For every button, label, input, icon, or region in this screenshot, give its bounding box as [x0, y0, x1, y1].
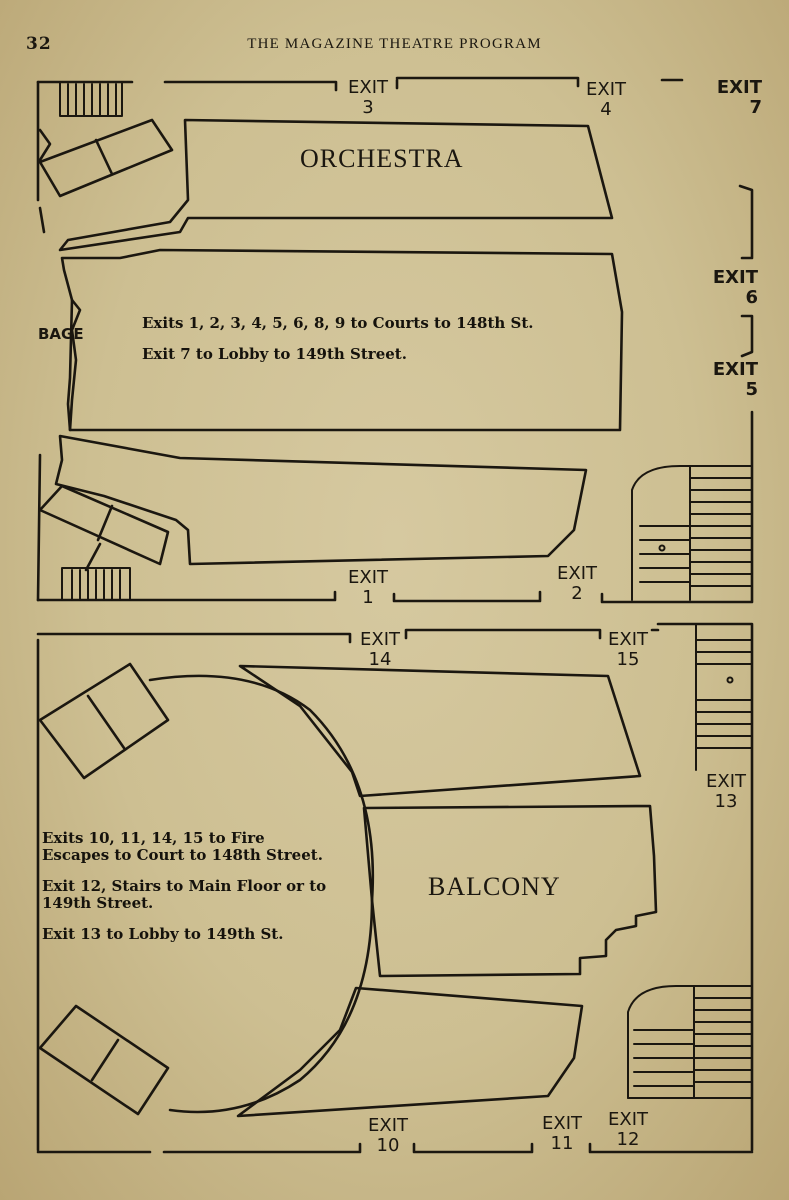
balcony-note-lobby: Exit 13 to Lobby to 149th St. — [42, 925, 284, 943]
box-seats-balcony-top-left — [38, 662, 170, 780]
exit-3-word: EXIT — [347, 77, 388, 98]
balcony-wall-bottom-right — [588, 1142, 754, 1154]
exit-1-label: EXIT 1 — [340, 568, 396, 608]
stage-label: BAGE — [38, 325, 84, 343]
orchestra-note-courts: Exits 1, 2, 3, 4, 5, 6, 8, 9 to Courts t… — [142, 314, 534, 332]
orchestra-wall-bottom — [36, 590, 337, 602]
orchestra-wall-right — [740, 314, 754, 358]
orchestra-wall-bottom-right — [600, 410, 754, 604]
orchestra-wall-top — [163, 80, 338, 92]
page-title: THE MAGAZINE THEATRE PROGRAM — [247, 36, 542, 52]
exit-13-label: EXIT 13 — [700, 772, 752, 812]
balcony-wall-bottom — [412, 1142, 534, 1154]
balcony-wall-bottom — [36, 1142, 362, 1154]
exit-14-number: 14 — [368, 649, 392, 670]
exit-11-word: EXIT — [541, 1113, 582, 1134]
exit-6-label: EXIT 6 — [700, 268, 758, 308]
exit-3-label: EXIT 3 — [340, 78, 396, 118]
stair-balcony-right — [695, 623, 753, 771]
box-seats-balcony-bottom-left — [38, 1004, 170, 1116]
exit-12-word: EXIT — [607, 1109, 648, 1130]
exit-1-number: 1 — [362, 587, 374, 608]
exit-2-word: EXIT — [556, 563, 597, 584]
exit-1-word: EXIT — [347, 567, 388, 588]
orchestra-stage-edge — [68, 298, 82, 432]
balcony-wall-top-right — [650, 622, 754, 1152]
exit-5-word: EXIT — [712, 359, 758, 380]
orchestra-plan — [36, 76, 754, 604]
orchestra-wall-top — [395, 76, 580, 90]
box-seats-top-left — [38, 118, 174, 198]
exit-3-number: 3 — [362, 97, 374, 118]
exit-10-label: EXIT 10 — [360, 1116, 416, 1156]
exit-12-number: 12 — [616, 1129, 640, 1150]
exit-7-number: 7 — [749, 97, 762, 118]
balcony-seat-section-1 — [238, 664, 642, 798]
stair-bottom-left — [61, 567, 131, 601]
exit-12-label: EXIT 12 — [600, 1110, 656, 1150]
balcony-seat-section-2 — [362, 804, 658, 978]
balcony-exit-notes: Exits 10, 11, 14, 15 to Fire Escapes to … — [42, 830, 334, 957]
stair-bottom-right — [631, 465, 753, 601]
orchestra-wall-bottom — [392, 590, 542, 603]
balcony-wall-top — [404, 628, 602, 640]
exit-4-label: EXIT 4 — [580, 80, 632, 120]
orchestra-wall-left-upper — [36, 80, 46, 234]
exit-11-label: EXIT 11 — [534, 1114, 590, 1154]
orchestra-wall-right — [738, 184, 754, 260]
exit-2-label: EXIT 2 — [548, 564, 606, 604]
orchestra-note-lobby: Exit 7 to Lobby to 149th Street. — [142, 345, 407, 363]
balcony-label: BALCONY — [428, 872, 561, 901]
exit-13-number: 13 — [714, 791, 738, 812]
exit-15-label: EXIT 15 — [600, 630, 656, 670]
exit-5-label: EXIT 5 — [700, 360, 758, 400]
exit-2-number: 2 — [571, 583, 583, 604]
exit-4-number: 4 — [600, 99, 612, 120]
exit-13-word: EXIT — [705, 771, 746, 792]
exit-6-number: 6 — [745, 287, 758, 308]
balcony-plan — [36, 622, 754, 1154]
exit-4-word: EXIT — [585, 79, 626, 100]
orchestra-label: ORCHESTRA — [300, 144, 464, 173]
orchestra-wall-left-lower — [36, 453, 42, 602]
balcony-note-fire-escapes: Exits 10, 11, 14, 15 to Fire Escapes to … — [42, 829, 323, 864]
exit-15-number: 15 — [616, 649, 640, 670]
balcony-note-stairs: Exit 12, Stairs to Main Floor or to 149t… — [42, 877, 327, 912]
orchestra-exit-notes: Exits 1, 2, 3, 4, 5, 6, 8, 9 to Courts t… — [142, 315, 612, 377]
balcony-seat-section-3 — [236, 986, 584, 1118]
orchestra-seat-section-rear — [54, 434, 588, 566]
balcony-wall-top-left — [36, 632, 352, 1152]
orchestra-seat-section-middle — [60, 248, 624, 432]
exit-14-label: EXIT 14 — [350, 630, 410, 670]
stair-balcony-bottom-right — [627, 985, 753, 1099]
exit-10-number: 10 — [376, 1135, 400, 1156]
stair-top-left — [59, 81, 123, 117]
exit-7-word: EXIT — [716, 77, 762, 98]
box-seats-bottom-left — [38, 484, 170, 572]
exit-15-word: EXIT — [607, 629, 648, 650]
exit-10-word: EXIT — [367, 1115, 408, 1136]
page-number: 32 — [26, 34, 52, 54]
exit-7-label: EXIT 7 — [700, 78, 762, 118]
exit-14-word: EXIT — [359, 629, 400, 650]
orchestra-seat-section-front — [58, 118, 614, 252]
exit-6-word: EXIT — [712, 267, 758, 288]
exit-11-number: 11 — [550, 1133, 574, 1154]
page-header: 32 THE MAGAZINE THEATRE PROGRAM — [0, 34, 789, 58]
exit-5-number: 5 — [745, 379, 758, 400]
